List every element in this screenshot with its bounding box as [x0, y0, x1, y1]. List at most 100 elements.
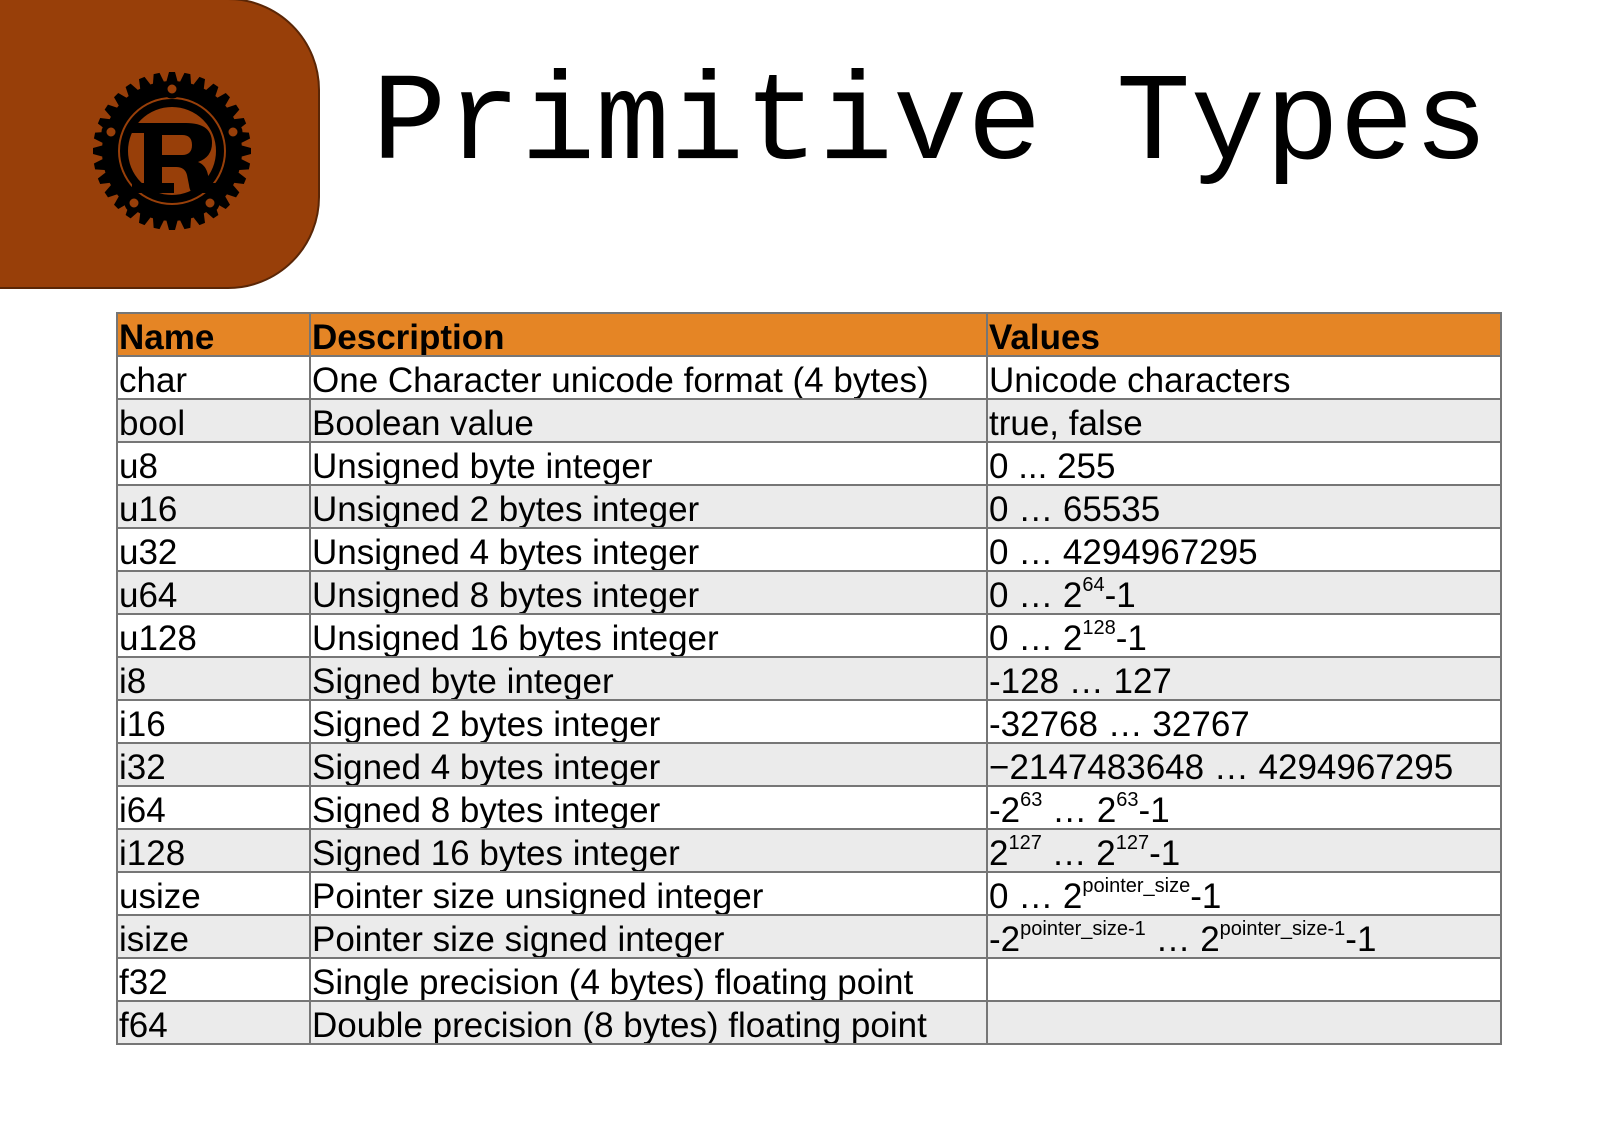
cell-values: -2pointer_size-1 … 2pointer_size-1-1 — [986, 914, 1502, 959]
cell-values: Unicode characters — [986, 355, 1502, 400]
header-name: Name — [116, 312, 311, 357]
value-superscript: pointer_size-1 — [1219, 918, 1346, 940]
cell-values: 0 ... 255 — [986, 441, 1502, 486]
value-superscript: 127 — [1115, 832, 1150, 854]
cell-description: Single precision (4 bytes) floating poin… — [309, 957, 988, 1002]
value-superscript: 128 — [1082, 617, 1116, 639]
cell-description: Pointer size unsigned integer — [309, 871, 988, 916]
cell-name: i32 — [116, 742, 311, 787]
cell-name: i8 — [116, 656, 311, 701]
cell-values: −2147483648 … 4294967295 — [986, 742, 1502, 787]
cell-values: -263 … 263-1 — [986, 785, 1502, 830]
value-text: … 2 — [1042, 791, 1117, 829]
cell-name: f32 — [116, 957, 311, 1002]
value-text: -2 — [989, 920, 1021, 958]
rust-gear-logo-icon — [93, 72, 251, 230]
value-text: 0 … 2 — [989, 576, 1083, 614]
cell-values: 0 … 2128-1 — [986, 613, 1502, 658]
table-header-row: Name Description Values — [116, 312, 1502, 357]
value-text: true, false — [989, 404, 1143, 442]
cell-name: bool — [116, 398, 311, 443]
cell-values: 0 … 65535 — [986, 484, 1502, 529]
cell-name: i16 — [116, 699, 311, 744]
value-superscript: 63 — [1020, 789, 1043, 811]
cell-description: Signed 2 bytes integer — [309, 699, 988, 744]
value-text: -2 — [989, 791, 1021, 829]
cell-description: One Character unicode format (4 bytes) — [309, 355, 988, 400]
cell-name: u16 — [116, 484, 311, 529]
value-text: -1 — [1138, 791, 1170, 829]
value-text: … 2 — [1041, 834, 1116, 872]
value-text: -1 — [1149, 834, 1181, 872]
cell-description: Unsigned 2 bytes integer — [309, 484, 988, 529]
value-text: 0 ... 255 — [989, 447, 1116, 485]
cell-description: Double precision (8 bytes) floating poin… — [309, 1000, 988, 1045]
cell-description: Unsigned 4 bytes integer — [309, 527, 988, 572]
cell-description: Unsigned 8 bytes integer — [309, 570, 988, 615]
cell-name: i64 — [116, 785, 311, 830]
cell-name: char — [116, 355, 311, 400]
value-text: 0 … 2 — [989, 877, 1083, 915]
header-description: Description — [309, 312, 988, 357]
value-text: 2 — [989, 834, 1009, 872]
cell-values: true, false — [986, 398, 1502, 443]
value-text: −2147483648 … 4294967295 — [989, 748, 1454, 786]
cell-description: Signed byte integer — [309, 656, 988, 701]
cell-description: Pointer size signed integer — [309, 914, 988, 959]
cell-description: Signed 16 bytes integer — [309, 828, 988, 873]
value-superscript: 64 — [1082, 574, 1105, 596]
value-text: Unicode characters — [989, 361, 1291, 399]
value-text: 0 … 2 — [989, 619, 1083, 657]
cell-name: u8 — [116, 441, 311, 486]
value-text: -1 — [1115, 619, 1147, 657]
cell-values: 0 … 2pointer_size-1 — [986, 871, 1502, 916]
cell-description: Boolean value — [309, 398, 988, 443]
cell-description: Signed 8 bytes integer — [309, 785, 988, 830]
cell-values — [986, 1000, 1502, 1045]
cell-description: Unsigned byte integer — [309, 441, 988, 486]
cell-description: Signed 4 bytes integer — [309, 742, 988, 787]
cell-name: u64 — [116, 570, 311, 615]
value-superscript: pointer_size-1 — [1020, 918, 1146, 940]
cell-name: usize — [116, 871, 311, 916]
cell-values: -32768 … 32767 — [986, 699, 1502, 744]
value-superscript: pointer_size — [1082, 875, 1191, 897]
cell-description: Unsigned 16 bytes integer — [309, 613, 988, 658]
value-superscript: 63 — [1116, 789, 1139, 811]
cell-name: u128 — [116, 613, 311, 658]
cell-name: u32 — [116, 527, 311, 572]
cell-name: isize — [116, 914, 311, 959]
value-text: -128 … 127 — [989, 662, 1172, 700]
value-text: … 2 — [1145, 920, 1220, 958]
value-text: -1 — [1345, 920, 1377, 958]
header-values: Values — [986, 312, 1502, 357]
value-text: 0 … 4294967295 — [989, 533, 1258, 571]
cell-values: 0 … 264-1 — [986, 570, 1502, 615]
cell-values: 2127 … 2127-1 — [986, 828, 1502, 873]
cell-values — [986, 957, 1502, 1002]
cell-values: -128 … 127 — [986, 656, 1502, 701]
slide-title: Primitive Types — [372, 56, 1489, 196]
value-text: 0 … 65535 — [989, 490, 1161, 528]
cell-values: 0 … 4294967295 — [986, 527, 1502, 572]
value-text: -1 — [1104, 576, 1136, 614]
value-text: -32768 … 32767 — [989, 705, 1250, 743]
cell-name: f64 — [116, 1000, 311, 1045]
value-text: -1 — [1190, 877, 1222, 915]
